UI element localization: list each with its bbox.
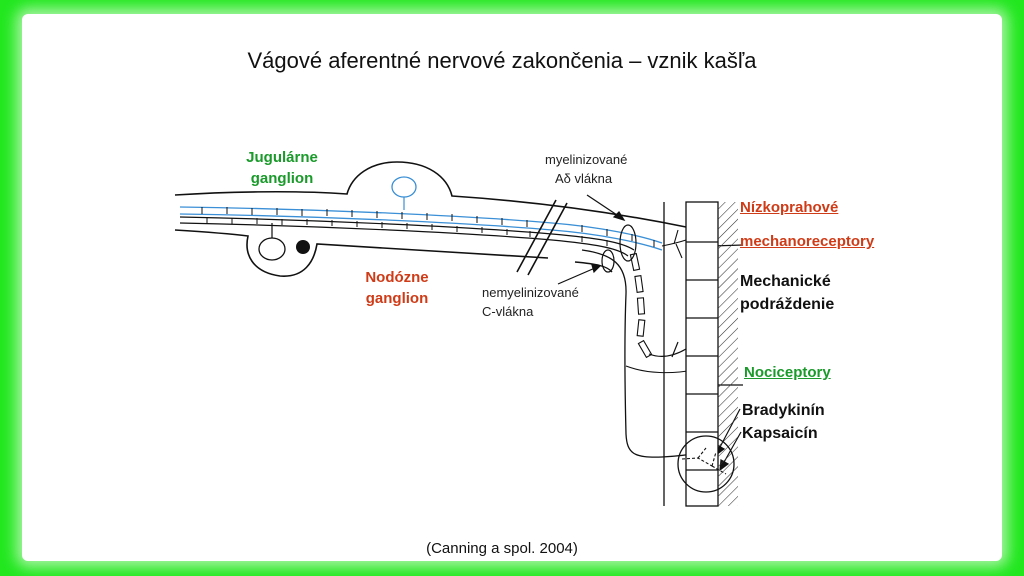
nociceptor-endings xyxy=(681,447,727,475)
jugular-neuron-body xyxy=(391,176,417,198)
unmyelinated-fibers-label-line2: C-vlákna xyxy=(482,304,534,319)
bradykinin-label: Bradykinín xyxy=(742,402,825,419)
myelinated-fiber-blue-bottom xyxy=(179,213,663,251)
mechanical-stimulus-label-line2: podráždenie xyxy=(740,296,835,313)
epithelial-cell-borders xyxy=(686,241,718,471)
cut-mark-1 xyxy=(516,199,557,273)
citation: (Canning a spol. 2004) xyxy=(426,540,578,557)
myelinated-fiber-blue-top xyxy=(179,206,663,244)
nodose-ganglion-label-line1: Nodózne xyxy=(365,269,429,286)
myelin-segments-black xyxy=(206,217,608,246)
c-fiber-marker xyxy=(601,249,615,273)
fiber-terminal-branch xyxy=(648,341,687,358)
airway-lumen-cilia xyxy=(718,202,738,506)
nerve-trunk-upper-outline xyxy=(174,161,687,228)
slide-title: Vágové aferentné nervové zakončenia – vz… xyxy=(247,48,757,73)
myelin-segments-blue xyxy=(201,207,655,247)
nodose-neuron-filled xyxy=(296,240,310,254)
descending-myelinated-fiber xyxy=(629,252,653,359)
epithelium-layer xyxy=(685,201,719,507)
myelinated-fibers-label-line1: myelinizované xyxy=(545,152,628,167)
nociceptor-terminal-zone xyxy=(677,435,735,493)
mechanical-stimulus-label-line1: Mechanické xyxy=(740,273,831,290)
jugular-ganglion-label: Jugulárne ganglion xyxy=(227,147,337,189)
cut-mark-2 xyxy=(527,202,568,276)
myelinated-fiber-black-top xyxy=(179,216,635,251)
myelinated-fibers-label-line2: Aδ vlákna xyxy=(555,171,613,186)
jugular-ganglion-label-line1: Jugulárne xyxy=(246,149,318,166)
unmyelinated-fibers-label: nemyelinizované C-vlákna xyxy=(482,283,579,321)
mechanical-stimulus-label: Mechanické podráždenie xyxy=(740,270,834,316)
nerve-trunk-lower-outline xyxy=(174,229,549,277)
chemical-stimuli-label: Bradykinín Kapsaicín xyxy=(742,399,825,445)
myelinated-fiber-black-bottom xyxy=(179,222,629,257)
slide: Vágové aferentné nervové zakončenia – vz… xyxy=(22,14,1002,561)
jugular-ganglion-label-line2: ganglion xyxy=(250,170,314,187)
myelinated-fibers-label: myelinizované Aδ vlákna xyxy=(545,150,627,188)
c-fiber-branch xyxy=(625,365,695,374)
nodose-ganglion-label: Nodózne ganglion xyxy=(342,267,452,309)
mechanoreceptors-label: mechanoreceptory xyxy=(740,233,875,250)
a-delta-fiber-marker xyxy=(619,224,637,262)
nodose-neuron-open xyxy=(258,237,286,261)
capsaicin-label: Kapsaicín xyxy=(742,425,818,442)
unmyelinated-c-fiber xyxy=(581,249,705,458)
unmyelinated-fibers-label-line1: nemyelinizované xyxy=(482,285,579,300)
low-threshold-label: Nízkoprahové xyxy=(740,199,839,216)
mechanoreceptor-terminals xyxy=(661,229,687,259)
nociceptors-label: Nociceptory xyxy=(744,364,831,381)
nodose-ganglion-label-line2: ganglion xyxy=(365,290,429,307)
vagal-afferent-diagram xyxy=(174,161,744,507)
